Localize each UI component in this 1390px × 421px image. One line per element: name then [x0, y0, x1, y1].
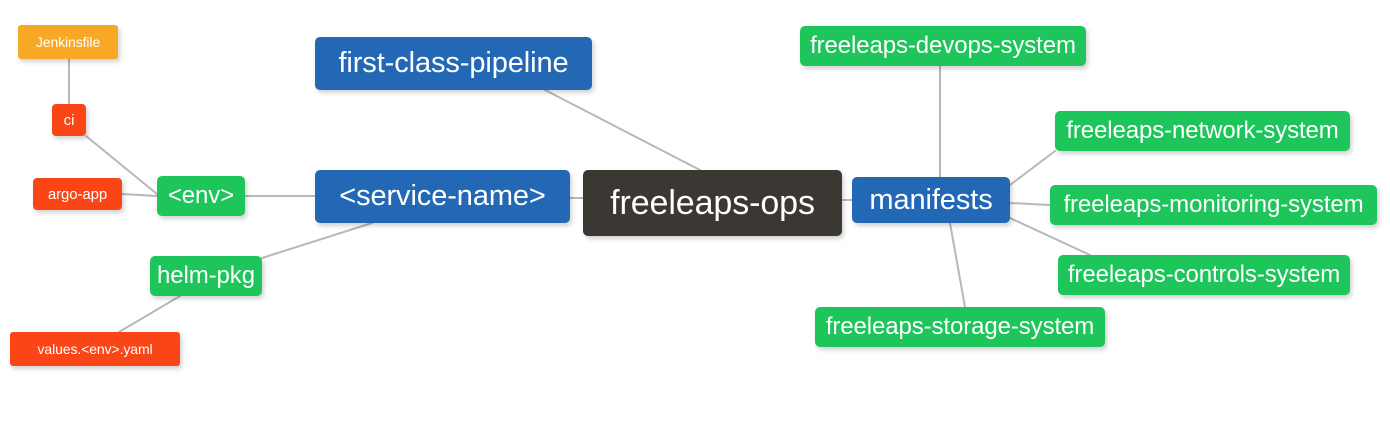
- node-label-helm-pkg: helm-pkg: [157, 262, 255, 289]
- node-manifests[interactable]: manifests: [852, 177, 1010, 223]
- edge-e-argoapp-env: [121, 193, 158, 197]
- node-label-jenkinsfile: Jenkinsfile: [35, 34, 101, 50]
- node-freeleaps-ops[interactable]: freeleaps-ops: [583, 170, 842, 236]
- node-label-controls-system: freeleaps-controls-system: [1067, 261, 1341, 288]
- node-label-argo-app: argo-app: [47, 185, 108, 203]
- node-label-ci: ci: [63, 111, 75, 129]
- edge-e-manifests-monitoring: [1009, 202, 1051, 206]
- node-label-monitoring-system: freeleaps-monitoring-system: [1063, 191, 1364, 218]
- node-monitoring-system[interactable]: freeleaps-monitoring-system: [1050, 185, 1377, 225]
- node-devops-system[interactable]: freeleaps-devops-system: [800, 26, 1086, 66]
- edge-e-manifests-storage: [949, 222, 966, 308]
- edge-e-values-helmpkg: [118, 295, 181, 333]
- edge-e-firstclass-ops: [544, 89, 701, 171]
- node-label-storage-system: freeleaps-storage-system: [825, 313, 1095, 340]
- node-label-first-class: first-class-pipeline: [338, 47, 569, 79]
- edge-e-helmpkg-service: [261, 222, 373, 259]
- node-first-class[interactable]: first-class-pipeline: [315, 37, 592, 90]
- node-controls-system[interactable]: freeleaps-controls-system: [1058, 255, 1350, 295]
- node-network-system[interactable]: freeleaps-network-system: [1055, 111, 1350, 151]
- node-jenkinsfile[interactable]: Jenkinsfile: [18, 25, 118, 59]
- node-label-network-system: freeleaps-network-system: [1066, 117, 1339, 144]
- node-env[interactable]: <env>: [157, 176, 245, 216]
- node-argo-app[interactable]: argo-app: [33, 178, 122, 210]
- node-label-manifests: manifests: [869, 183, 993, 216]
- node-label-devops-system: freeleaps-devops-system: [810, 32, 1076, 59]
- node-service-name[interactable]: <service-name>: [315, 170, 570, 223]
- node-values-yaml[interactable]: values.<env>.yaml: [10, 332, 180, 366]
- node-label-values-yaml: values.<env>.yaml: [37, 341, 153, 357]
- node-storage-system[interactable]: freeleaps-storage-system: [815, 307, 1105, 347]
- node-ci[interactable]: ci: [52, 104, 86, 136]
- node-label-service-name: <service-name>: [339, 180, 546, 212]
- edge-e-manifests-network: [1009, 150, 1056, 186]
- node-helm-pkg[interactable]: helm-pkg: [150, 256, 262, 296]
- node-label-freeleaps-ops: freeleaps-ops: [610, 184, 815, 222]
- node-label-env: <env>: [167, 182, 235, 209]
